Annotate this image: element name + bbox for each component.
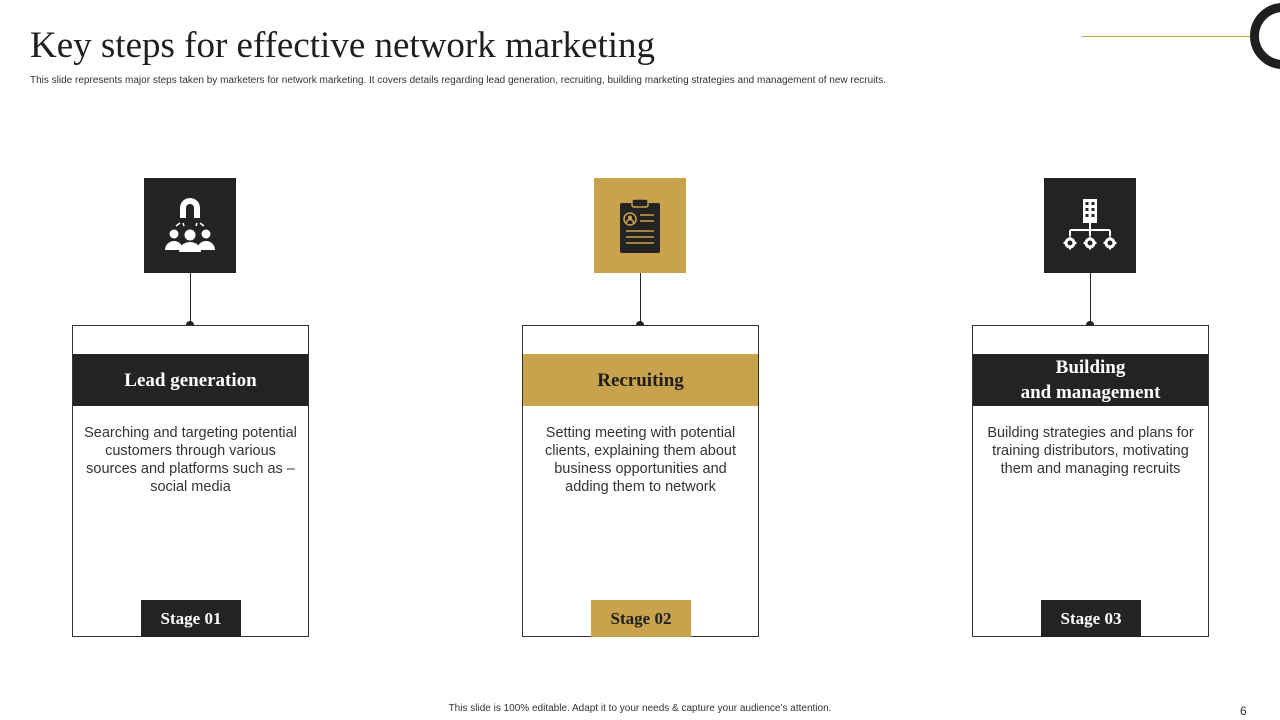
slide-subtitle: This slide represents major steps taken … bbox=[30, 75, 886, 86]
step-3-icon-box bbox=[1044, 178, 1136, 273]
step-1-icon-box bbox=[144, 178, 236, 273]
step-2-connector bbox=[640, 273, 641, 326]
step-2-stage-badge: Stage 02 bbox=[591, 600, 691, 637]
step-2-icon-box bbox=[594, 178, 686, 273]
magnet-people-icon bbox=[165, 197, 215, 252]
step-2-description: Setting meeting with potential clients, … bbox=[544, 425, 737, 495]
step-3-connector bbox=[1090, 273, 1091, 326]
page-number: 6 bbox=[1240, 704, 1247, 718]
clipboard-icon bbox=[620, 197, 660, 253]
step-1-card: Lead generation Searching and targeting … bbox=[72, 325, 309, 637]
step-3-description: Building strategies and plans for traini… bbox=[987, 425, 1194, 477]
step-1-connector bbox=[190, 273, 191, 326]
slide-title: Key steps for effective network marketin… bbox=[30, 25, 656, 66]
slide-footer: This slide is 100% editable. Adapt it to… bbox=[448, 703, 832, 714]
step-3-card: Building and management Building strateg… bbox=[972, 325, 1209, 637]
decorative-ring bbox=[1250, 3, 1280, 69]
step-2-card: Recruiting Setting meeting with potentia… bbox=[522, 325, 759, 637]
step-1-description: Searching and targeting potential custom… bbox=[84, 425, 297, 495]
step-3-heading: Building and management bbox=[973, 354, 1208, 406]
step-3-stage-badge: Stage 03 bbox=[1041, 600, 1141, 637]
step-1-heading: Lead generation bbox=[73, 354, 308, 406]
step-1-stage-badge: Stage 01 bbox=[141, 600, 241, 637]
decorative-line bbox=[1082, 36, 1257, 37]
step-2-heading: Recruiting bbox=[523, 354, 758, 406]
building-network-icon bbox=[1063, 198, 1117, 249]
